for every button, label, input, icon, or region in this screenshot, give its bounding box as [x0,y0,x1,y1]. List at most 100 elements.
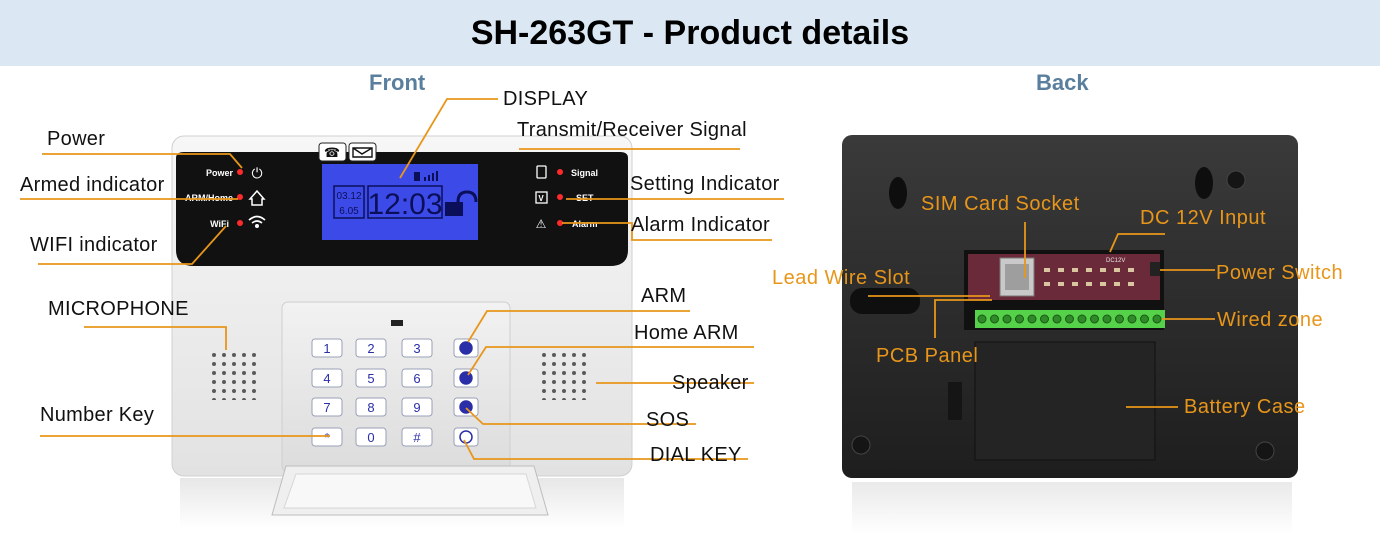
home-arm-icon [459,371,473,385]
key-5[interactable]: 5 [355,368,387,388]
microphone-grille [206,350,258,400]
pcb-component [1072,268,1078,272]
label-number-key: Number Key [40,404,155,426]
key-label: 8 [367,400,374,415]
terminal-screw [990,314,999,324]
leader-dial-key [463,439,748,460]
led-alarm-label: Alarm [572,219,598,229]
wifi-led [237,220,243,226]
mount-hole-right [1195,167,1213,199]
pcb-board [968,254,1160,300]
label-power: Power [47,128,106,150]
key-hash[interactable]: # [401,427,433,447]
label-alarm-indicator: Alarm Indicator [631,214,770,236]
terminal-screw [1015,314,1024,324]
leader-display [399,98,498,179]
sos-key[interactable] [453,397,479,417]
pcb-component [1114,268,1120,272]
key-star[interactable]: * [311,427,343,447]
phone-badge-icon [318,142,347,162]
home-arm-key[interactable] [453,368,479,388]
title-banner: SH-263GT - Product details [0,0,1380,66]
key-1[interactable]: 1 [311,338,343,358]
keypad-sensor [391,320,403,326]
alarm-led [557,220,563,226]
leader-wifi [38,225,227,265]
label-sim-socket: SIM Card Socket [921,193,1080,215]
key-8[interactable]: 8 [355,397,387,417]
terminal-screw [1140,314,1149,324]
key-label: 5 [367,371,374,386]
terminal-screw [977,314,987,324]
pcb-component [1058,268,1064,272]
back-heading: Back [1036,70,1089,95]
led-signal-label: Signal [571,168,598,178]
signal-led [557,169,563,175]
label-setting-indicator: Setting Indicator [630,173,780,195]
leader-dc [1109,233,1165,253]
screw-bottom-left [851,435,871,455]
label-display: DISPLAY [503,88,589,110]
key-2[interactable]: 2 [355,338,387,358]
svg-text:☎: ☎ [324,145,340,160]
key-label: 6 [413,371,420,386]
pcb-component [1058,282,1064,286]
key-label: 9 [413,400,420,415]
pcb-component [1100,268,1106,272]
terminal-screw [1065,314,1074,324]
label-dc-input: DC 12V Input [1140,207,1267,229]
led-set-label: SET [576,193,594,203]
label-sos: SOS [646,409,690,431]
key-label: * [324,430,329,445]
battery-latch [948,382,962,420]
lead-wire-slot [850,288,920,314]
wifi-icon [248,215,266,229]
key-0[interactable]: 0 [355,427,387,447]
leader-power [42,153,243,169]
key-label: 2 [367,341,374,356]
pcb-component [1044,268,1050,272]
terminal-screw [1102,314,1112,324]
pcb-components [1044,268,1134,286]
screw-top-right [1226,170,1246,190]
key-label: # [413,430,421,445]
label-home-arm: Home ARM [634,322,739,344]
leader-lines [20,98,1215,460]
terminal-screw [1090,314,1099,324]
power-switch [1150,262,1160,276]
terminal-screw [1077,314,1087,324]
terminal-screw [1052,314,1062,324]
dial-icon [459,430,473,444]
pcb-component [1086,282,1092,286]
leader-home-arm [467,346,754,376]
arm-home-led [237,194,243,200]
key-label: 7 [323,400,330,415]
label-power-switch: Power Switch [1216,262,1344,284]
key-4[interactable]: 4 [311,368,343,388]
key-6[interactable]: 6 [401,368,433,388]
key-9[interactable]: 9 [401,397,433,417]
terminal-screw [1027,314,1037,324]
label-arm: ARM [641,285,687,307]
key-3[interactable]: 3 [401,338,433,358]
led-wifi-label: WiFi [210,219,229,229]
key-label: 0 [367,430,374,445]
settings-icon [535,191,548,204]
lcd-date-bottom: 6.05 [339,206,359,217]
terminal-screws [977,314,1162,324]
sim-icon [536,165,547,179]
pcb-component [1128,268,1134,272]
pcb-component [1100,282,1106,286]
pcb-component [1128,282,1134,286]
back-device: DC12V [842,135,1298,534]
key-7[interactable]: 7 [311,397,343,417]
pcb-component [1072,282,1078,286]
leader-pcb [934,299,992,338]
lcd-signal-icon [414,171,438,181]
terminal-screw [1040,314,1049,324]
arm-key[interactable] [453,338,479,358]
label-transmit-signal: Transmit/Receiver Signal [517,119,747,141]
label-dial-key: DIAL KEY [650,444,742,466]
label-wifi-indicator: WIFI indicator [30,234,158,256]
